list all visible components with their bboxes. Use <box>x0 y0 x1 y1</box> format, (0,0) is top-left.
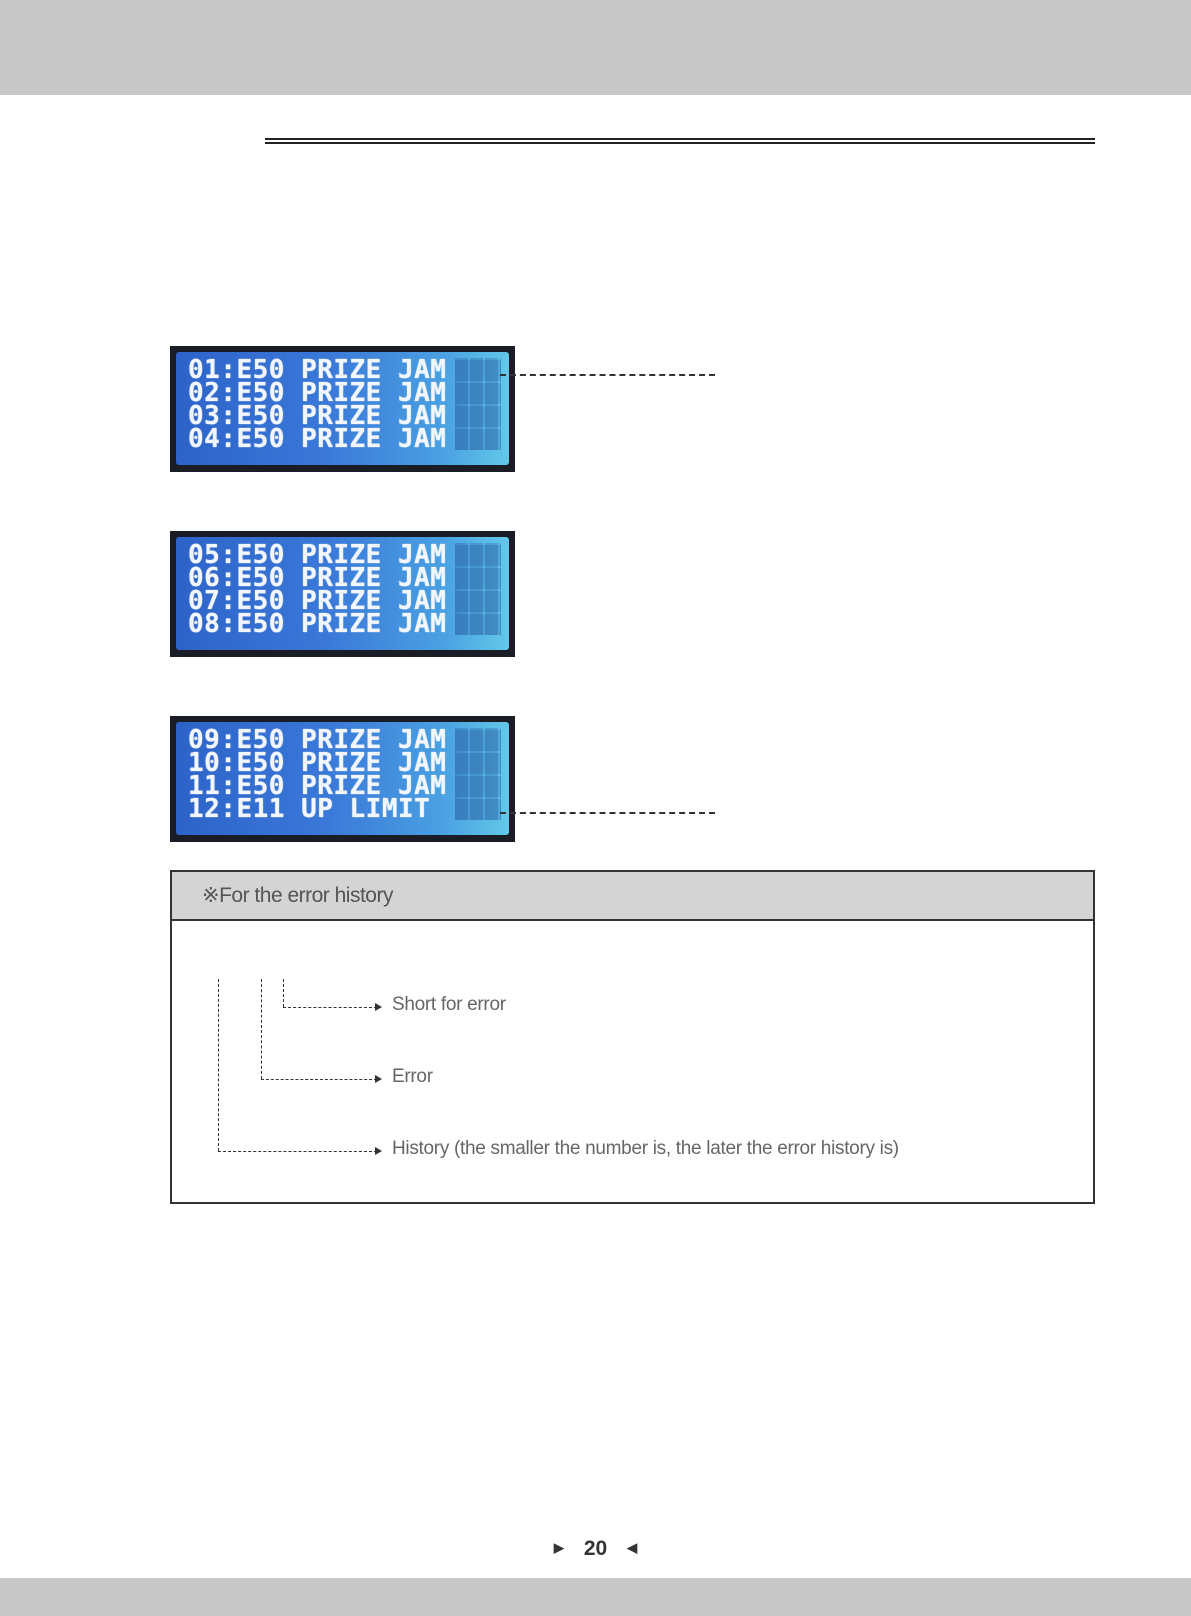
top-band <box>0 0 1191 95</box>
error-history-note: ※For the error history Short for error E… <box>170 870 1095 1204</box>
page-marker-left-icon: ▶ <box>553 1540 564 1555</box>
lcd-line: 06:E50 PRIZE JAM <box>188 563 447 593</box>
history-arrow-line <box>218 1151 377 1152</box>
lcd-display: 05:E50 PRIZE JAM 06:E50 PRIZE JAM 07:E50… <box>176 537 509 650</box>
arrow-right-icon <box>375 1147 382 1155</box>
label-error: Error <box>392 1066 433 1087</box>
title-double-rule <box>265 138 1095 144</box>
lcd-line: 12:E11 UP LIMIT <box>188 794 431 824</box>
lcd-line: 04:E50 PRIZE JAM <box>188 424 447 454</box>
note-title: ※For the error history <box>202 884 393 907</box>
lcd-screen-3: 09:E50 PRIZE JAM 10:E50 PRIZE JAM 11:E50… <box>170 716 515 842</box>
lcd-screen-2: 05:E50 PRIZE JAM 06:E50 PRIZE JAM 07:E50… <box>170 531 515 657</box>
leader-line-top <box>500 374 715 376</box>
bottom-band <box>0 1578 1191 1616</box>
lcd-line: 10:E50 PRIZE JAM <box>188 748 447 778</box>
leader-line-bottom <box>500 812 715 814</box>
lcd-line: 11:E50 PRIZE JAM <box>188 771 447 801</box>
label-history: History (the smaller the number is, the … <box>392 1138 899 1159</box>
lcd-line: 09:E50 PRIZE JAM <box>188 725 447 755</box>
lcd-screen-1: 01:E50 PRIZE JAM 02:E50 PRIZE JAM 03:E50… <box>170 346 515 472</box>
lcd-line: 02:E50 PRIZE JAM <box>188 378 447 408</box>
page-marker-right-icon: ◀ <box>627 1540 638 1555</box>
lcd-line: 08:E50 PRIZE JAM <box>188 609 447 639</box>
label-short-for-error: Short for error <box>392 994 506 1015</box>
arrow-right-icon <box>375 1075 382 1083</box>
short-arrow-line <box>283 1007 377 1008</box>
page-number: ▶ 20 ◀ <box>0 1537 1191 1561</box>
lcd-line: 01:E50 PRIZE JAM <box>188 355 447 385</box>
error-guide-line <box>261 979 262 1079</box>
lcd-line: 05:E50 PRIZE JAM <box>188 540 447 570</box>
page-number-value: 20 <box>583 1537 608 1560</box>
history-guide-line <box>218 979 219 1151</box>
arrow-right-icon <box>375 1003 382 1011</box>
lcd-display: 01:E50 PRIZE JAM 02:E50 PRIZE JAM 03:E50… <box>176 352 509 465</box>
note-header: ※For the error history <box>172 872 1093 921</box>
lcd-display: 09:E50 PRIZE JAM 10:E50 PRIZE JAM 11:E50… <box>176 722 509 835</box>
error-arrow-line <box>261 1079 377 1080</box>
short-guide-line <box>283 979 284 1007</box>
lcd-line: 03:E50 PRIZE JAM <box>188 401 447 431</box>
lcd-line: 07:E50 PRIZE JAM <box>188 586 447 616</box>
